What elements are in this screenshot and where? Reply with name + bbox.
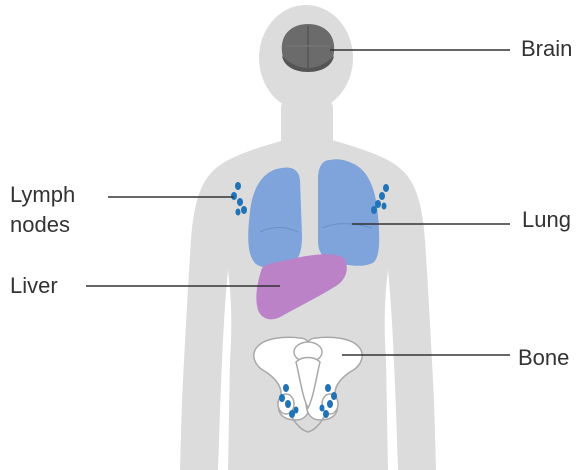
lymph-nodes-label: Lymph nodes [10,180,75,240]
liver-label: Liver [10,271,58,301]
torso-shape [180,140,436,470]
brain-label: Brain [521,34,572,64]
lymph-nodes-label-line1: Lymph [10,180,75,210]
bone-label: Bone [518,343,569,373]
lung-label: Lung [522,205,571,235]
lymph-nodes-label-line2: nodes [10,210,75,240]
brain-organ [282,24,334,72]
